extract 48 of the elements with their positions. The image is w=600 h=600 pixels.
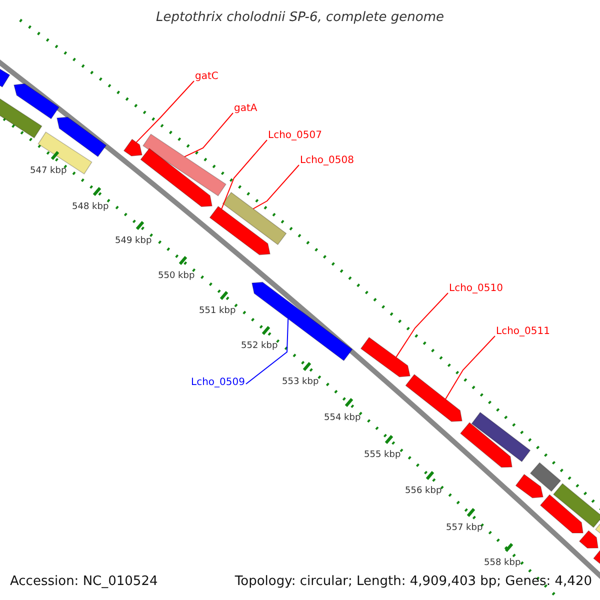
gene-feature xyxy=(515,474,544,498)
leader-line xyxy=(184,112,234,158)
genome-info-text: Topology: circular; Length: 4,909,403 bp; Genes: 4,420 xyxy=(234,575,592,588)
gene-feature xyxy=(140,148,212,207)
gene-feature xyxy=(593,547,600,567)
gene-feature xyxy=(360,336,410,378)
gene-label: Lcho_0508 xyxy=(300,156,354,166)
gene-feature xyxy=(0,98,42,138)
scale-label: 558 kbp xyxy=(484,559,521,568)
gene-label: gatC xyxy=(195,72,218,82)
map-title: Leptothrix cholodnii SP-6, complete genome xyxy=(155,11,445,24)
leader-line xyxy=(245,318,289,384)
gene-feature xyxy=(0,68,10,88)
leader-line xyxy=(445,336,496,400)
scale-label: 554 kbp xyxy=(324,414,361,423)
scale-label: 550 kbp xyxy=(158,272,195,281)
scale-label: 548 kbp xyxy=(72,203,109,212)
gene-feature xyxy=(405,374,462,422)
gene-feature xyxy=(123,138,142,156)
gene-feature xyxy=(56,116,107,158)
gene-label: Lcho_0510 xyxy=(449,284,503,294)
gene-label: Lcho_0511 xyxy=(496,327,550,337)
gene-feature xyxy=(222,192,287,246)
scale-label: 552 kbp xyxy=(241,342,278,351)
scale-label: 553 kbp xyxy=(282,378,319,387)
gene-label: Lcho_0507 xyxy=(268,131,322,141)
scale-label: 547 kbp xyxy=(30,167,67,176)
leader-line xyxy=(252,164,300,210)
gene-feature xyxy=(471,412,531,462)
scale-label: 549 kbp xyxy=(115,237,152,246)
scale-label: 557 kbp xyxy=(446,524,483,533)
leader-line xyxy=(221,140,268,210)
gene-feature xyxy=(14,83,60,120)
scale-label: 556 kbp xyxy=(405,487,442,496)
gene-label: Lcho_0509 xyxy=(191,378,245,388)
gene-feature xyxy=(142,134,226,196)
leader-line xyxy=(396,292,448,358)
gene-feature xyxy=(209,206,270,256)
scale-label: 551 kbp xyxy=(199,307,236,316)
accession-text: Accession: NC_010524 xyxy=(10,575,158,588)
gene-feature xyxy=(552,483,600,528)
scale-label: 555 kbp xyxy=(364,451,401,460)
gene-feature xyxy=(540,494,584,534)
gene-feature xyxy=(530,462,562,492)
gene-label: gatA xyxy=(234,104,258,114)
gene-feature xyxy=(460,422,512,468)
gene-feature xyxy=(578,530,598,548)
leader-line xyxy=(136,80,194,143)
